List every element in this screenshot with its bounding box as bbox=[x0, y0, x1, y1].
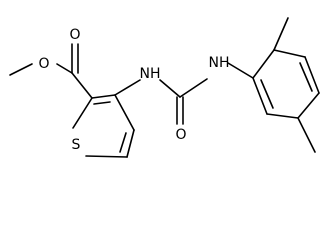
o-carbonyl-c-bond bbox=[56, 63, 73, 74]
left-amine-label: NH bbox=[140, 66, 161, 82]
ring-c2-s-bond bbox=[72, 97, 93, 129]
urea-carbonyl-oxygen-label: O bbox=[175, 127, 186, 143]
structure-drawing: O O S NH NH O bbox=[9, 17, 320, 158]
nh-urea-c-bond bbox=[159, 79, 181, 98]
right-amine-label: NH bbox=[209, 55, 230, 71]
urea-linker bbox=[114, 62, 254, 125]
ring-c5-c4-bond bbox=[126, 129, 135, 158]
ring-s-c5-bond bbox=[85, 155, 128, 158]
molecule-diagram: O O S NH NH O bbox=[9, 17, 320, 158]
ester-c-ring-bond bbox=[71, 72, 93, 99]
aryl-c4-c5 bbox=[297, 92, 320, 119]
methyl-o-bond bbox=[9, 63, 33, 76]
aryl-c6-c1 bbox=[252, 77, 268, 115]
thiophene-ring bbox=[72, 94, 135, 158]
methyl-ester-group bbox=[9, 43, 93, 99]
aryl-c3-c4 bbox=[304, 56, 320, 94]
ring-c3-c2-bond bbox=[91, 94, 116, 99]
ring-c4-c3-bond bbox=[114, 94, 135, 131]
meta-methyl-bond bbox=[297, 117, 316, 153]
ester-oxygen-label: O bbox=[38, 56, 49, 72]
aryl-c1-c2 bbox=[252, 49, 275, 79]
aryl-c5-c6 bbox=[266, 113, 299, 119]
aryl-c3-c4-inner bbox=[299, 62, 313, 92]
c3-nh-bond bbox=[114, 79, 141, 96]
urea-c-nh-bond bbox=[179, 78, 208, 98]
dimethylphenyl-ring bbox=[252, 17, 320, 153]
nh-aryl-bond bbox=[227, 62, 254, 79]
ortho-methyl-bond bbox=[273, 17, 289, 51]
aryl-c2-c3 bbox=[273, 49, 306, 58]
thiophene-sulfur-label: S bbox=[72, 137, 81, 153]
aryl-c6-c1-inner bbox=[260, 79, 274, 109]
ring-c3-c2-inner bbox=[93, 101, 111, 105]
ester-carbonyl-oxygen-label: O bbox=[69, 27, 80, 43]
ring-c5-c4-inner bbox=[119, 132, 127, 153]
